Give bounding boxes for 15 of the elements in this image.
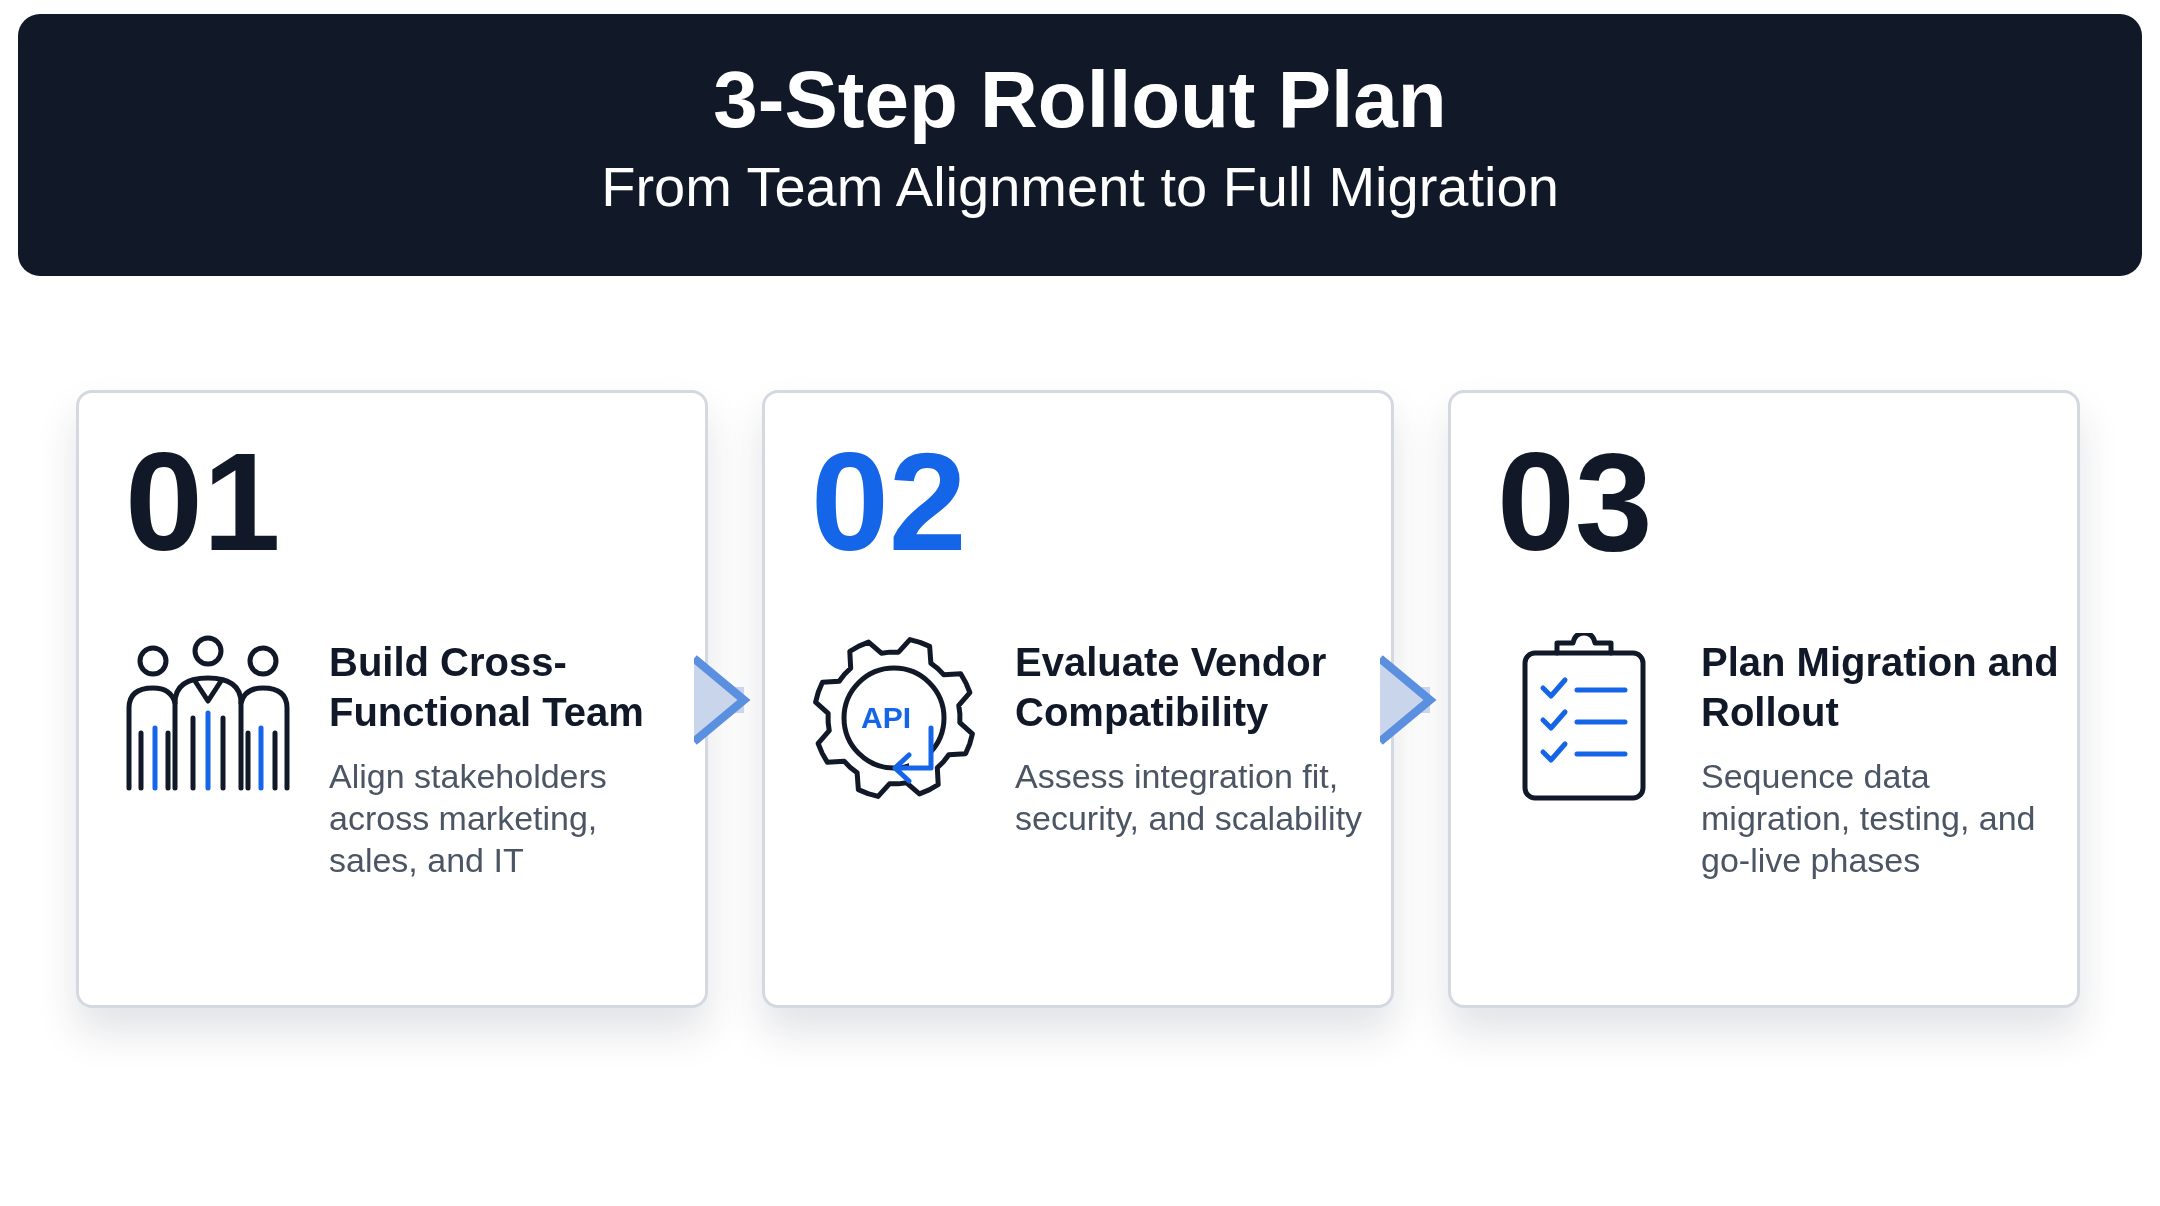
step-number: 01 (125, 427, 281, 577)
step-card (1448, 390, 2080, 1008)
step-number: 02 (811, 427, 967, 577)
step-description: Assess integration fit, security, and scalability (1015, 756, 1364, 839)
step-heading: Evaluate Vendor Compatibility (1015, 639, 1328, 736)
api-label: API (861, 701, 911, 735)
step-description: Align stakeholders across marketing, sales, and IT (329, 756, 608, 881)
step-description: Sequence data migration, testing, and go-live phases (1701, 756, 2037, 881)
step-card (762, 390, 1394, 1008)
title: 3-Step Rollout Plan (712, 54, 1448, 146)
step-card (76, 390, 708, 1008)
step-heading: Plan Migration and Rollout (1701, 639, 2060, 736)
step-heading: Build Cross-Functional Team (329, 639, 645, 736)
subtitle: From Team Alignment to Full Migration (600, 154, 1560, 220)
step-number: 03 (1497, 427, 1653, 577)
